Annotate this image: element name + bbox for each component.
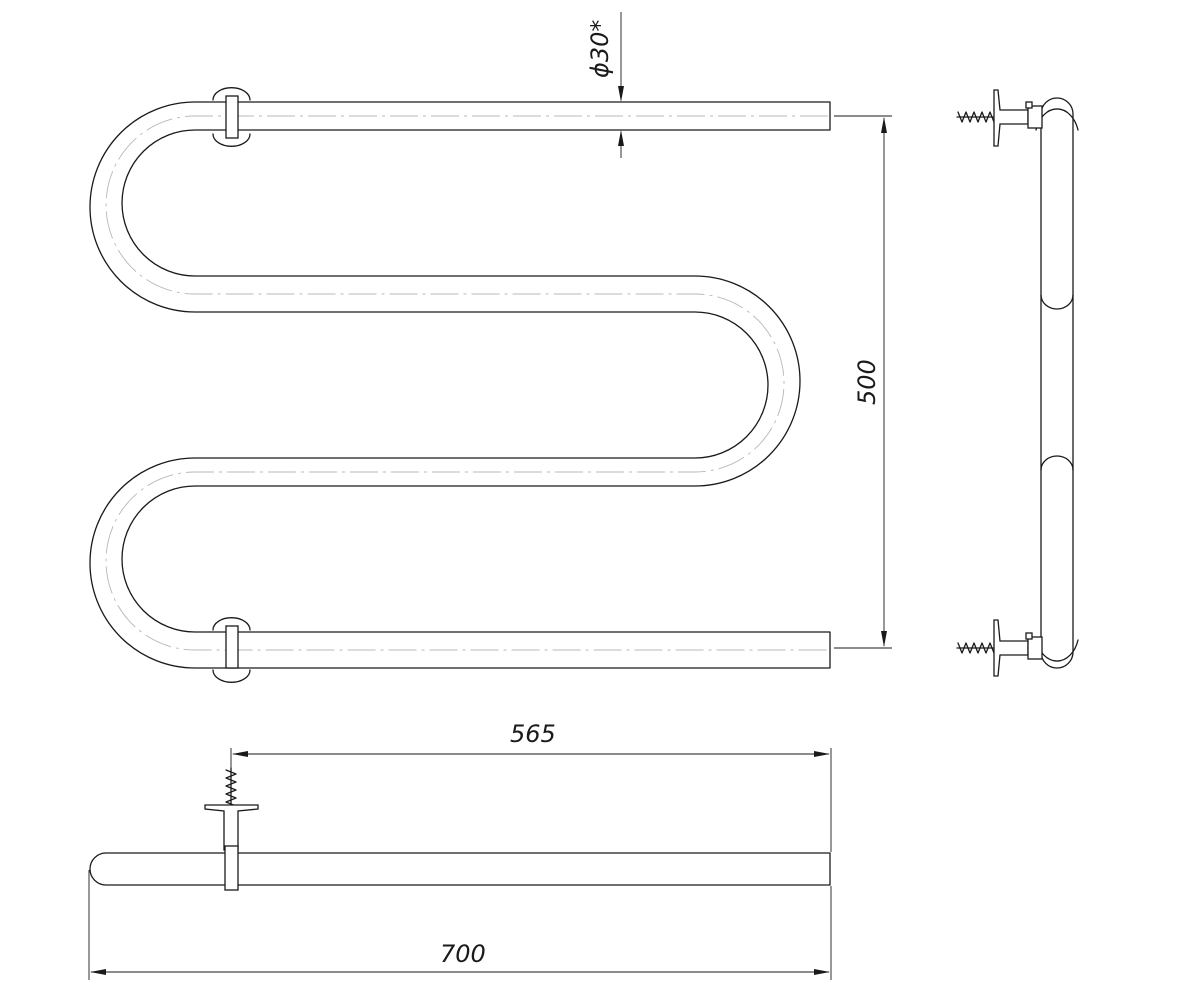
total-width-dimension: 700 bbox=[88, 870, 832, 980]
height-dimension: 500 bbox=[834, 115, 892, 649]
top-view bbox=[89, 767, 831, 891]
tube-centerline bbox=[105, 115, 828, 651]
mount-spacing-dimension: 565 bbox=[230, 720, 832, 852]
diameter-dimension: ϕ30* bbox=[586, 12, 624, 158]
side-tube bbox=[1040, 97, 1074, 669]
top-tube bbox=[89, 852, 831, 886]
height-label: 500 bbox=[853, 359, 881, 405]
tube-outer-edge bbox=[89, 101, 831, 669]
side-bottom-bracket bbox=[956, 619, 1043, 677]
front-view bbox=[89, 87, 831, 683]
mount-spacing-label: 565 bbox=[510, 720, 556, 748]
diameter-label: ϕ30* bbox=[586, 20, 614, 78]
top-wall-bracket bbox=[212, 87, 251, 147]
total-width-label: 700 bbox=[440, 940, 486, 968]
top-view-bracket bbox=[204, 767, 259, 891]
bottom-wall-bracket bbox=[212, 617, 251, 683]
side-top-bracket bbox=[956, 89, 1043, 147]
side-view bbox=[956, 89, 1079, 677]
